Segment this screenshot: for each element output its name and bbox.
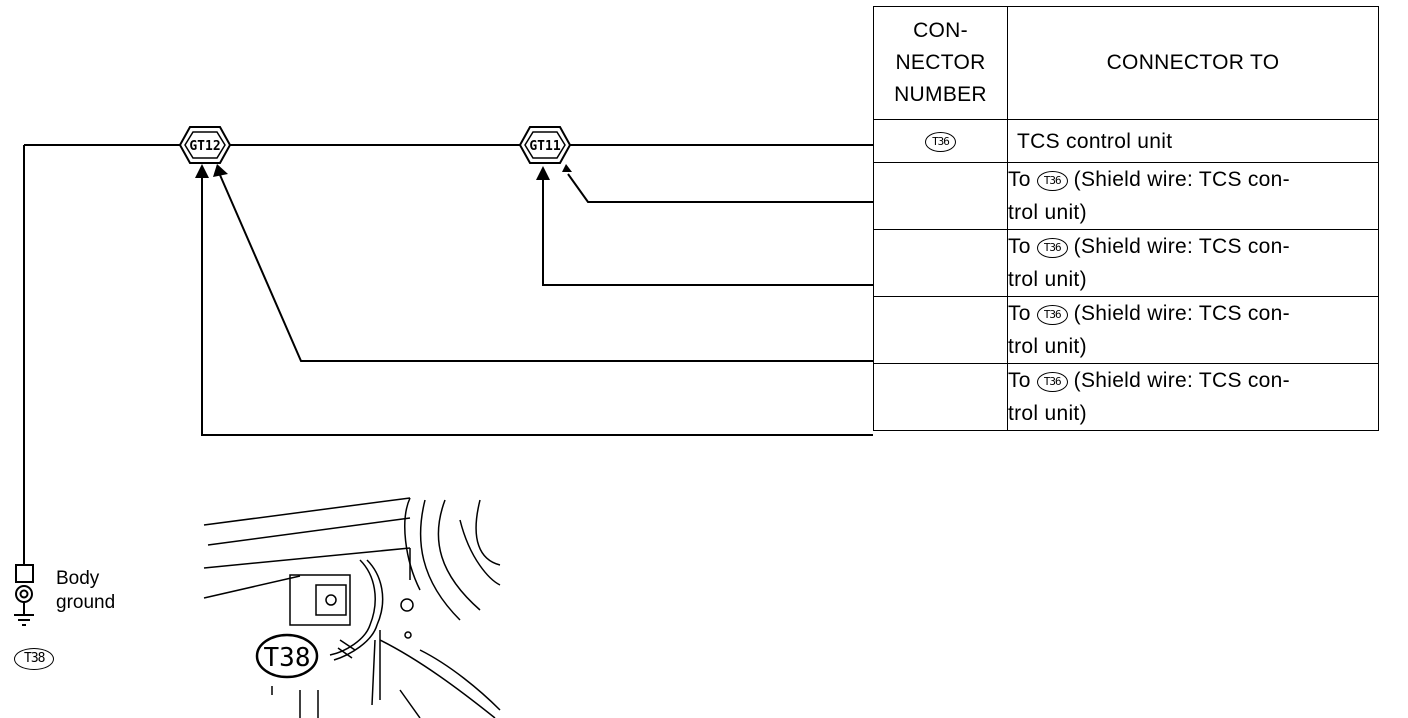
junction-gt11: GT11 bbox=[518, 126, 572, 164]
arrow-gt12-a bbox=[195, 164, 209, 178]
connector-number: T36 bbox=[925, 132, 956, 152]
body-ground-label: Body ground bbox=[56, 568, 116, 613]
arrow-gt11-a bbox=[536, 166, 550, 180]
shield-wire-4 bbox=[201, 175, 873, 436]
connector-ref: T36 bbox=[1036, 171, 1068, 191]
arrow-gt12-b bbox=[213, 164, 228, 177]
location-illustration bbox=[203, 497, 501, 718]
header-connector-to: CONNECTOR TO bbox=[1007, 6, 1379, 120]
header-connector-number: CON- NECTOR NUMBER bbox=[873, 6, 1008, 120]
connector-destination: TCS control unit bbox=[1007, 119, 1379, 163]
connector-ref: T36 bbox=[1036, 305, 1068, 325]
table-row: T36 TCS control unit bbox=[873, 119, 1379, 163]
ground-connector-code: T38 bbox=[14, 648, 55, 670]
junction-gt12: GT12 bbox=[178, 126, 232, 164]
connector-table: CON- NECTOR NUMBER CONNECTOR TO T36 TCS … bbox=[873, 6, 1379, 431]
illustration-callout-t38: T38 bbox=[255, 633, 319, 679]
arrow-gt11-b bbox=[562, 164, 572, 172]
shield-wire-1 bbox=[567, 173, 873, 203]
shield-wire-2 bbox=[542, 178, 873, 286]
junction-gt12-label: GT12 bbox=[189, 139, 220, 154]
ground-symbol bbox=[14, 564, 34, 626]
junction-gt11-label: GT11 bbox=[529, 139, 560, 154]
connector-ref: T36 bbox=[1036, 238, 1068, 258]
connector-ref: T36 bbox=[1036, 372, 1068, 392]
shield-wire-3 bbox=[219, 174, 873, 362]
illustration-callout-label: T38 bbox=[264, 643, 311, 673]
